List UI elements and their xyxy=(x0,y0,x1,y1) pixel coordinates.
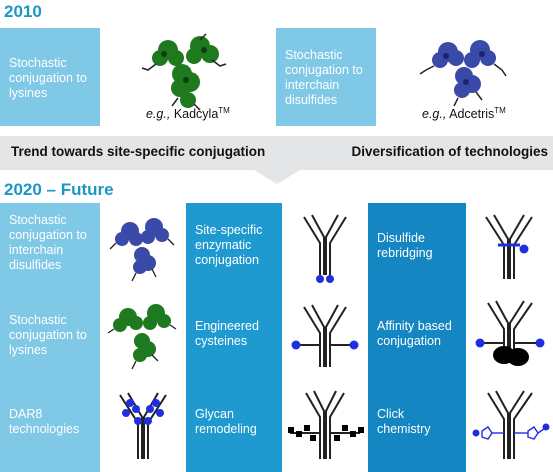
col2-row1-label: Site-specific enzymatic conjugation xyxy=(186,203,282,291)
kadcyla-structure-small-icon xyxy=(107,304,177,370)
col2-row3-text: Glycan remodeling xyxy=(195,407,257,436)
adcetris-structure-icon xyxy=(419,40,507,107)
adcetris-caption: e.g., AdcetrisTM xyxy=(422,106,506,121)
kadcyla-eg: e.g., xyxy=(146,107,171,122)
label-lysines-2010: Stochastic conjugation to lysines xyxy=(9,56,87,100)
adcetris-name: Adcetris xyxy=(449,107,495,122)
col2-row2-label: Engineered cysteines xyxy=(186,291,282,379)
col3-row3-image xyxy=(468,379,553,470)
col1-row1-image xyxy=(102,203,184,289)
dar8-antibody-icon xyxy=(119,392,167,459)
rebridging-antibody-icon xyxy=(485,214,533,279)
col2-row1-image xyxy=(284,203,366,289)
affinity-antibody-icon xyxy=(475,300,545,366)
col3-row1-image xyxy=(468,203,553,289)
col3-row2-text: Affinity based conjugation xyxy=(377,319,452,348)
kadcyla-name: Kadcyla xyxy=(173,107,219,122)
top-right-label: Stochastic conjugation to interchain dis… xyxy=(276,28,376,126)
col2-row3-image xyxy=(284,379,366,470)
col1-row2-image xyxy=(102,291,184,377)
col3-row3-label: Click chemistry xyxy=(368,379,466,472)
top-left-label: Stochastic conjugation to lysines xyxy=(0,28,100,126)
year-2010-heading: 2010 xyxy=(4,2,42,21)
trend-arrow-icon xyxy=(254,170,300,184)
kadcyla-panel: e.g., KadcylaTM xyxy=(100,28,276,126)
col3-row2-label: Affinity based conjugation xyxy=(368,291,466,379)
col1-row3-label: DAR8 technologies xyxy=(0,379,100,472)
col3-row3-text: Click chemistry xyxy=(377,407,431,436)
adcetris-tm: TM xyxy=(494,106,506,115)
kadcyla-tm: TM xyxy=(218,106,230,115)
kadcyla-caption: e.g., KadcylaTM xyxy=(146,106,230,121)
future-heading: 2020 – Future xyxy=(4,180,114,199)
trend-left-text: Trend towards site-specific conjugation xyxy=(11,144,266,159)
label-disulfides-2010: Stochastic conjugation to interchain dis… xyxy=(285,48,363,107)
col2-row2-text: Engineered cysteines xyxy=(195,319,259,348)
adcetris-eg: e.g., xyxy=(422,107,447,122)
col3-row1-label: Disulfide rebridging xyxy=(368,203,466,291)
adcetris-panel: e.g., AdcetrisTM xyxy=(376,28,553,126)
col1-row1-label: Stochastic conjugation to interchain dis… xyxy=(0,203,100,291)
col2-row2-image xyxy=(284,291,366,377)
col3-row1-text: Disulfide rebridging xyxy=(377,231,433,260)
click-chemistry-antibody-icon xyxy=(472,390,550,459)
col1-row2-label: Stochastic conjugation to lysines xyxy=(0,291,100,379)
cysteine-antibody-icon xyxy=(291,304,359,367)
col2-row3-label: Glycan remodeling xyxy=(186,379,282,472)
glycan-antibody-icon xyxy=(288,390,364,459)
col1-row2-text: Stochastic conjugation to lysines xyxy=(9,313,87,357)
trend-bar: Trend towards site-specific conjugation … xyxy=(0,136,553,170)
col2-row1-text: Site-specific enzymatic conjugation xyxy=(195,223,263,267)
col1-row3-image xyxy=(102,379,184,470)
col1-row3-text: DAR8 technologies xyxy=(9,407,80,436)
enzymatic-antibody-icon xyxy=(303,214,347,283)
col3-row2-image xyxy=(468,291,553,377)
trend-right-text: Diversification of technologies xyxy=(351,144,548,159)
kadcyla-structure-icon xyxy=(141,33,227,111)
adcetris-structure-small-icon xyxy=(109,218,175,282)
